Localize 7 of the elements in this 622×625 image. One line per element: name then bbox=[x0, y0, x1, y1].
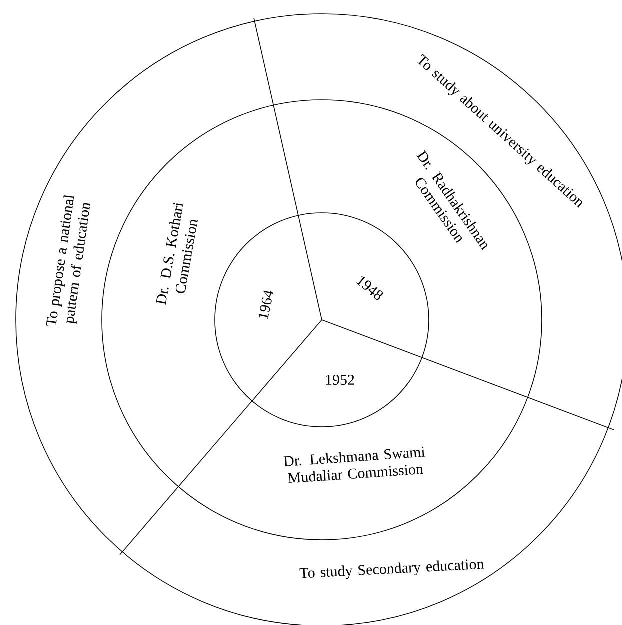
sector-label: Dr. D.S. Kothari Commission bbox=[156, 203, 198, 306]
sector-label: To study Secondary education bbox=[300, 560, 484, 580]
sector-label: 1952 bbox=[326, 374, 354, 386]
sector-label: Dr. Lekshmana Swami Mudaliar Commission bbox=[284, 446, 426, 484]
sector-label: 1964 bbox=[258, 290, 274, 320]
sector-label: 1948 bbox=[356, 276, 384, 300]
sector-label: To propose a national pattern of education bbox=[46, 195, 90, 326]
